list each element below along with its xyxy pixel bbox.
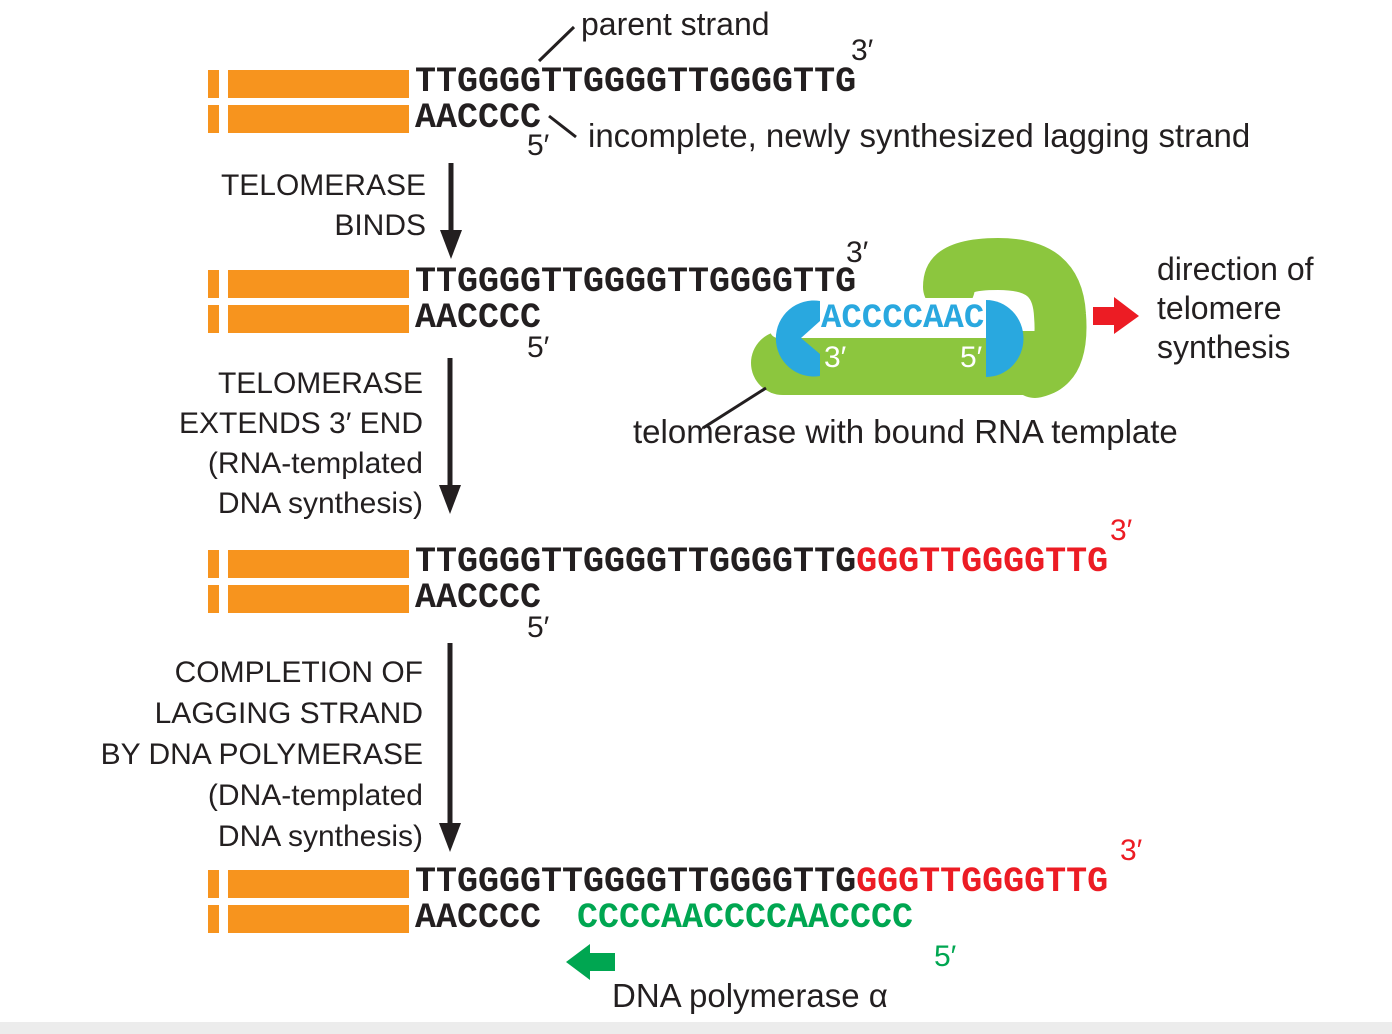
step3-line5: DNA synthesis) [217, 820, 423, 853]
telomere-bar [208, 870, 219, 898]
step2-line3: (RNA-templated [207, 447, 423, 480]
lagging-strand-sequence-row4: AACCCC [415, 898, 542, 938]
three-prime-row4: 3′ [1120, 834, 1143, 867]
five-prime-row2: 5′ [527, 331, 550, 364]
telomerase-caption: telomerase with bound RNA template [633, 413, 1178, 450]
extension-part: GGGTTGGGGTTG [856, 542, 1109, 582]
rna-five-prime: 5′ [960, 341, 983, 374]
parent-strand-leader [537, 25, 576, 63]
direction-line2: telomere [1157, 290, 1282, 326]
step2-line2: EXTENDS 3′ END [178, 407, 423, 440]
rna-template-band [770, 298, 1002, 338]
direction-line3: synthesis [1157, 329, 1291, 365]
telomerase-leader [702, 386, 767, 430]
dna-polymerase-label: DNA polymerase α [612, 977, 888, 1014]
step2-label: TELOMERASE EXTENDS 3′ END (RNA-templated… [179, 364, 423, 524]
step3-line1: COMPLETION OF [174, 656, 423, 689]
five-prime-row4: 5′ [934, 940, 957, 973]
step3-label: COMPLETION OF LAGGING STRAND BY DNA POLY… [101, 652, 423, 857]
three-prime-row1: 3′ [851, 34, 874, 67]
telomere-bar [208, 305, 219, 333]
parent-part: TTGGGGTTGGGGTTGGGGTTG [415, 862, 857, 902]
step1-line1: TELOMERASE [220, 169, 426, 202]
telomere-bar [228, 105, 409, 133]
telomere-bar [208, 550, 219, 578]
telomere-bar [228, 70, 409, 98]
polymerase-fill-sequence: CCCCAACCCCAACCCC [577, 898, 914, 938]
direction-line1: direction of [1157, 251, 1314, 287]
telomere-bar [228, 550, 409, 578]
telomere-bar [208, 270, 219, 298]
step3-line3: BY DNA POLYMERASE [100, 738, 423, 771]
incomplete-strand-label: incomplete, newly synthesized lagging st… [588, 117, 1251, 154]
extended-strand-sequence-row4: TTGGGGTTGGGGTTGGGGTTGGGGTTGGGGTTG [415, 864, 1108, 900]
five-prime-row3: 5′ [527, 611, 550, 644]
telomere-bar [208, 585, 219, 613]
rna-template-sequence: ACCCCAAC [821, 300, 985, 338]
lagging-strand-sequence-row2: AACCCC [415, 298, 542, 338]
telomerase-enzyme-shape [751, 237, 1087, 398]
step3-line4: (DNA-templated [207, 779, 423, 812]
direction-arrow-icon [1093, 297, 1139, 334]
telomerase-active-site-left [775, 300, 820, 377]
telomerase-active-site-right [986, 300, 1024, 377]
five-prime-row1: 5′ [527, 129, 550, 162]
lagging-strand-sequence-row3: AACCCC [415, 578, 542, 618]
extended-strand-sequence-row3: TTGGGGTTGGGGTTGGGGTTGGGGTTGGGGTTG [415, 544, 1108, 580]
telomere-bar [208, 70, 219, 98]
extension-part: GGGTTGGGGTTG [856, 862, 1109, 902]
step-arrows [439, 163, 462, 852]
parent-strand-sequence-row2: TTGGGGTTGGGGTTGGGGTTG [415, 262, 857, 302]
telomere-bar [228, 585, 409, 613]
telomere-bar [208, 105, 219, 133]
parent-strand-label: parent strand [581, 6, 770, 42]
lagging-strand-sequence-row1: AACCCC [415, 98, 542, 138]
telomere-bar [228, 870, 409, 898]
telomere-bar [228, 270, 409, 298]
rna-three-prime: 3′ [824, 341, 847, 374]
telomere-bar [208, 905, 219, 933]
three-prime-row3: 3′ [1110, 514, 1133, 547]
three-prime-row2: 3′ [846, 236, 869, 269]
step1-label: TELOMERASE BINDS [221, 166, 426, 246]
dna-polymerase-arrow-icon [566, 944, 615, 980]
parent-strand-sequence-row1: TTGGGGTTGGGGTTGGGGTTG [415, 62, 857, 102]
step1-line2: BINDS [334, 209, 426, 242]
step2-line1: TELOMERASE [217, 367, 423, 400]
lagging-strand-leader [548, 114, 577, 139]
bottom-edge-strip [0, 1022, 1392, 1034]
parent-part: TTGGGGTTGGGGTTGGGGTTG [415, 542, 857, 582]
step2-line4: DNA synthesis) [217, 487, 423, 520]
telomere-bar [228, 905, 409, 933]
direction-caption: direction of telomere synthesis [1157, 250, 1314, 367]
leader-lines [537, 25, 767, 430]
step3-line2: LAGGING STRAND [154, 697, 423, 730]
telomere-bar [228, 305, 409, 333]
